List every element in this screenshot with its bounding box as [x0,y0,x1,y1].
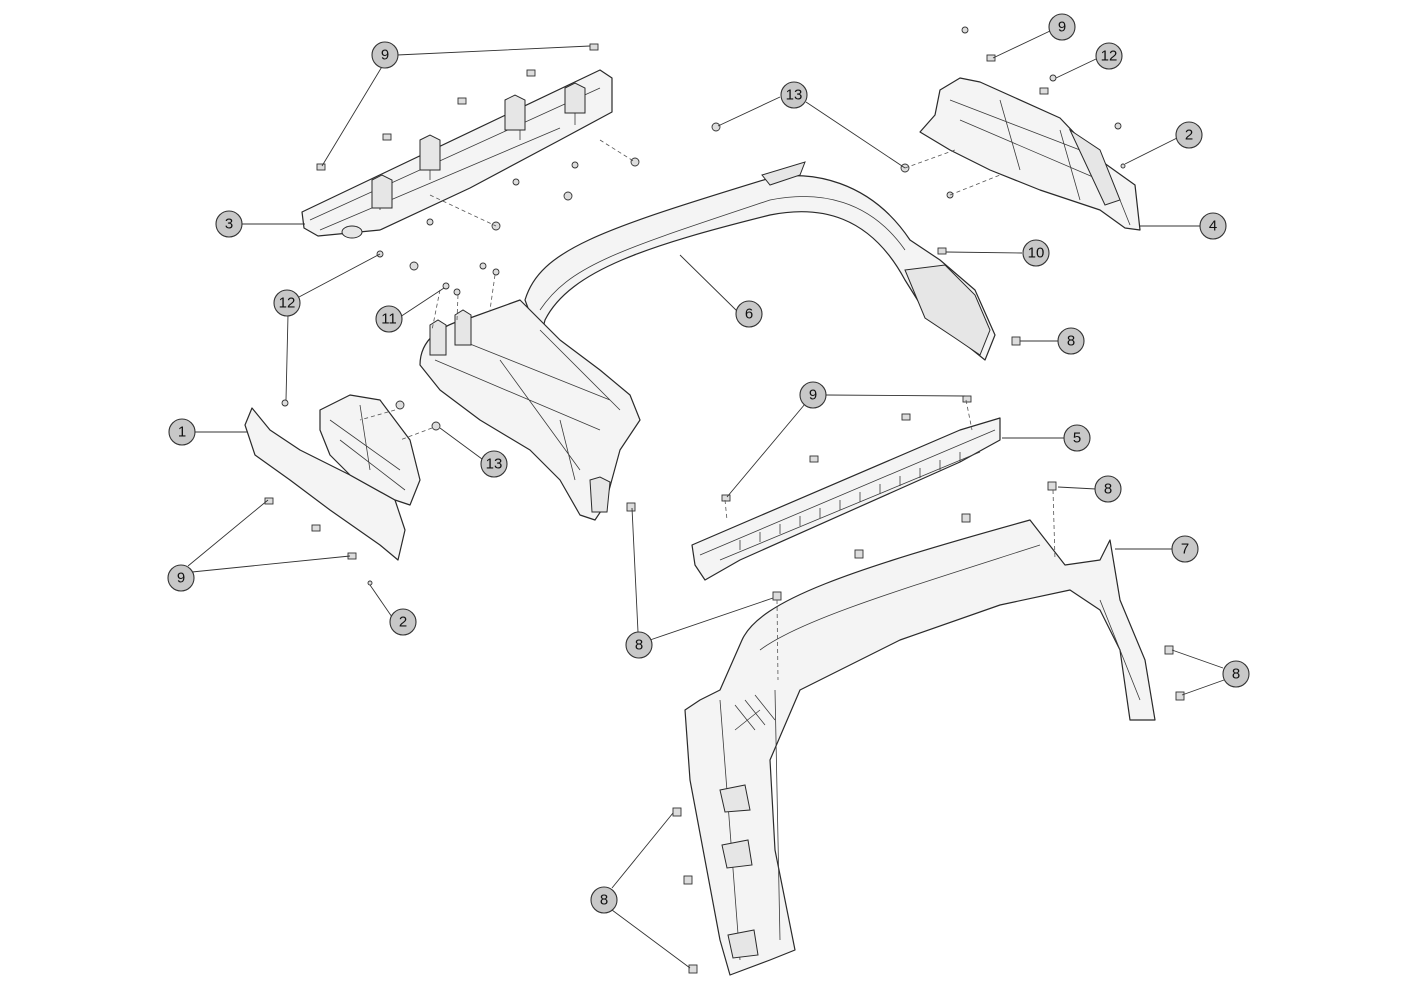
svg-text:8: 8 [600,892,608,909]
callout-7: 7 [1171,535,1199,563]
part-7-pillar-frame [684,519,1156,976]
svg-text:1: 1 [178,424,186,441]
svg-text:7: 7 [1181,541,1189,558]
callout-9-a: 9 [371,41,399,69]
callout-13-b: 13 [480,450,508,478]
svg-text:9: 9 [177,570,185,587]
callout-11: 11 [375,305,403,333]
callout-1: 1 [168,418,196,446]
svg-text:4: 4 [1209,218,1217,235]
callout-2-left: 2 [389,608,417,636]
svg-text:13: 13 [786,87,803,104]
assembly-lines [359,139,1056,681]
svg-text:11: 11 [381,311,397,328]
part-5-sill-trim [691,417,1001,581]
callout-2-right: 2 [1175,121,1203,149]
callout-10: 10 [1022,239,1050,267]
part-11-console-section [419,299,641,521]
svg-text:5: 5 [1073,430,1081,447]
part-4-bracket [919,77,1141,231]
svg-text:8: 8 [1232,666,1240,683]
svg-text:8: 8 [1104,481,1112,498]
svg-text:9: 9 [809,387,817,404]
svg-text:13: 13 [486,456,503,473]
svg-text:10: 10 [1028,245,1045,262]
callout-5: 5 [1063,424,1091,452]
svg-text:8: 8 [1067,333,1075,350]
callout-3: 3 [215,210,243,238]
leader-lines [187,30,1225,969]
svg-text:6: 6 [745,306,753,323]
callout-6: 6 [735,300,763,328]
callout-8-b: 8 [1094,475,1122,503]
callout-12-a: 12 [1095,42,1123,70]
svg-text:3: 3 [225,216,233,233]
part-3-rail [301,69,613,239]
callout-13-a: 13 [780,81,808,109]
callout-9-c: 9 [799,381,827,409]
callout-8-a: 8 [1057,327,1085,355]
callout-12-b: 12 [273,289,301,317]
part-6-arch-trim [524,161,996,361]
callout-9-b: 9 [1048,13,1076,41]
callout-8-e: 8 [590,886,618,914]
svg-text:2: 2 [399,614,407,631]
part-1-pillar-trim [244,394,421,561]
svg-text:12: 12 [279,295,296,312]
svg-text:9: 9 [381,47,389,64]
callout-8-c: 8 [625,631,653,659]
svg-text:12: 12 [1101,48,1118,65]
callout-8-d: 8 [1222,660,1250,688]
callouts: 1 2 2 3 4 5 6 7 8 8 8 8 8 9 9 9 9 10 11 … [167,13,1250,914]
callout-4: 4 [1199,212,1227,240]
svg-text:2: 2 [1185,127,1193,144]
fasteners [264,26,1185,974]
callout-9-d: 9 [167,564,195,592]
svg-text:9: 9 [1058,19,1066,36]
svg-text:8: 8 [635,637,643,654]
